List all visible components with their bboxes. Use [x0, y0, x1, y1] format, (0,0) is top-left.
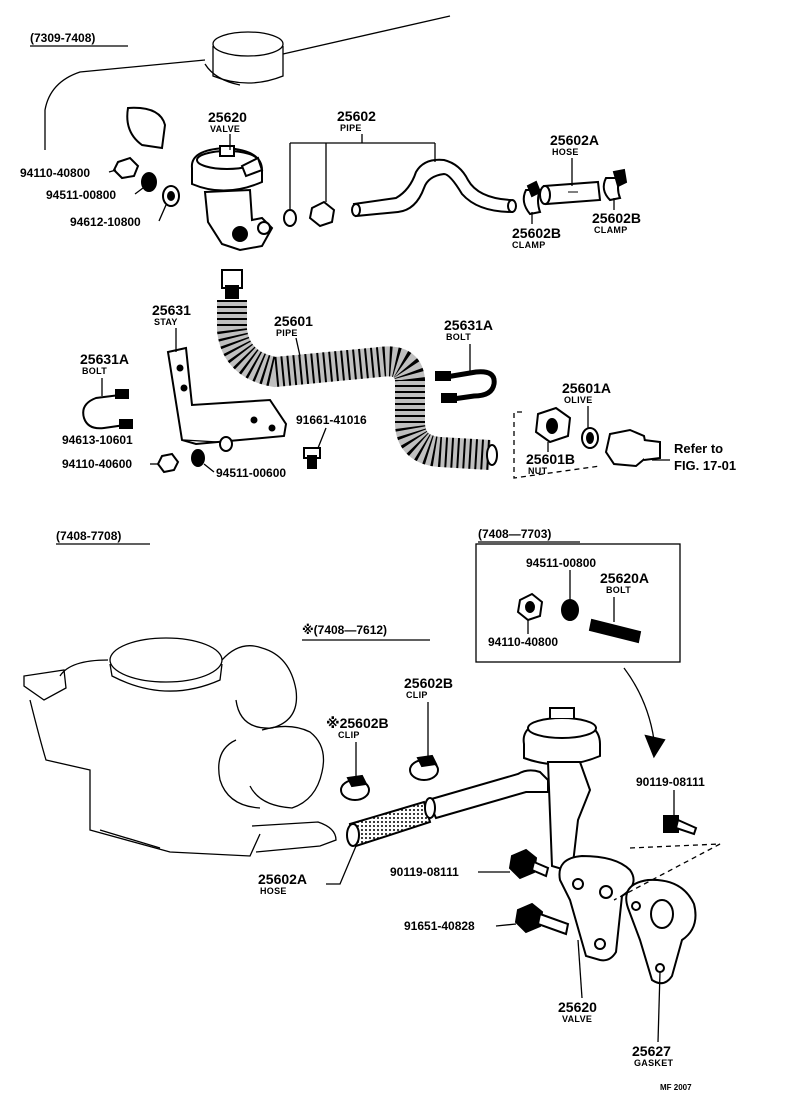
label-94511-00800-top: 94511-00800 [46, 188, 116, 202]
pipe-25602 [283, 158, 517, 228]
bolt-91661-41016 [303, 447, 321, 469]
label-25602B-bottom-left: ※25602B [326, 715, 389, 731]
gasket-alignment-line [613, 843, 721, 901]
label-94110-40600: 94110-40600 [62, 457, 132, 471]
washer-94613-10601 [219, 436, 233, 452]
inset-arrow [623, 667, 655, 741]
label-94511-00800-inset: 94511-00800 [526, 556, 596, 570]
label-25602: 25602 [337, 108, 376, 124]
section-header-top: (7309-7408) [30, 31, 95, 45]
label-25602-name: PIPE [340, 123, 362, 133]
label-25631A-right-name: BOLT [446, 332, 471, 342]
nut-25601B [534, 406, 572, 444]
label-25620-bottom-name: VALVE [562, 1014, 592, 1024]
label-25631A-left-name: BOLT [82, 366, 107, 376]
label-25631A-left: 25631A [80, 351, 129, 367]
bolt-91651-40828 [514, 902, 570, 936]
washer-94511-00800-top [141, 172, 157, 192]
nut-94110-40600 [156, 452, 180, 474]
nut-94110-40800-inset [516, 592, 544, 622]
label-90119-08111-right: 90119-08111 [636, 775, 705, 789]
inset-box [475, 543, 681, 663]
label-25602B-bottom-right: 25602B [404, 675, 453, 691]
washer-94511-00600 [191, 449, 205, 467]
label-25620A-name: BOLT [606, 585, 631, 595]
u-bolt-25631A-right [435, 369, 497, 403]
clip-25602B-bottom-right [409, 754, 439, 781]
label-25602B-bottom-left-name: CLIP [338, 730, 360, 740]
washer-94612-10800 [162, 185, 180, 207]
clamp-25602B-top-right [602, 168, 628, 202]
gasket-25627 [625, 878, 697, 985]
hose-25602A-bottom [346, 800, 432, 848]
egr-valve-top [126, 106, 274, 252]
section-header-inset: (7408—7703) [478, 527, 551, 541]
pipe-25601-corrugated [217, 269, 498, 470]
label-94612-10800: 94612-10800 [70, 215, 141, 229]
label-25601A-name: OLIVE [564, 395, 593, 405]
section-header-bottom: (7408-7708) [56, 529, 121, 543]
label-25602A-bottom-name: HOSE [260, 886, 287, 896]
label-25601-name: PIPE [276, 328, 298, 338]
label-25620-bottom: 25620 [558, 999, 597, 1015]
olive-25601A [581, 427, 599, 449]
label-25602B-top-left-name: CLAMP [512, 240, 546, 250]
label-25620A: 25620A [600, 570, 649, 586]
label-25602A-bottom: 25602A [258, 871, 307, 887]
clamp-25602B-top-left [522, 180, 542, 216]
label-25627-name: GASKET [634, 1058, 674, 1068]
label-91651-40828: 91651-40828 [404, 919, 475, 933]
clip-25602B-bottom-left [340, 774, 370, 801]
label-90119-08111-mid: 90119-08111 [390, 865, 459, 879]
label-25602B-bottom-right-name: CLIP [406, 690, 428, 700]
label-25620-top: 25620 [208, 109, 247, 125]
engine-outline-bottom [23, 637, 337, 857]
bolt-90119-08111-mid [508, 848, 550, 880]
label-25631-name: STAY [154, 317, 178, 327]
label-25602A-top-name: HOSE [552, 147, 579, 157]
label-25602B-top-left: 25602B [512, 225, 561, 241]
refer-to-fig-label: FIG. 17-01 [674, 458, 736, 473]
label-25627: 25627 [632, 1043, 671, 1059]
label-94110-40800-top: 94110-40800 [20, 166, 90, 180]
label-25601B: 25601B [526, 451, 575, 467]
label-25602B-top-right-name: CLAMP [594, 225, 628, 235]
u-bolt-25631A-left [82, 389, 133, 430]
footer-code: MF 2007 [660, 1083, 692, 1092]
label-25601: 25601 [274, 313, 313, 329]
note-header: ※(7408—7612) [302, 623, 387, 637]
label-25601B-name: NUT [528, 466, 548, 476]
fitting-union [604, 428, 661, 468]
refer-to-label: Refer to [674, 441, 723, 456]
bolt-90119-08111-right [663, 815, 698, 836]
label-25601A: 25601A [562, 380, 611, 396]
label-94511-00600: 94511-00600 [216, 466, 286, 480]
hose-25602A-top [539, 180, 602, 206]
label-25631A-right: 25631A [444, 317, 493, 333]
egr-valve-bottom [522, 707, 635, 962]
bolt-25620A [588, 618, 642, 644]
stay-25631 [166, 346, 288, 446]
label-94613-10601: 94613-10601 [62, 433, 133, 447]
washer-94511-00800-inset [561, 599, 579, 621]
label-91661-41016: 91661-41016 [296, 413, 367, 427]
label-25620-top-name: VALVE [210, 124, 240, 134]
pipe-bottom [424, 769, 549, 820]
label-25631: 25631 [152, 302, 191, 318]
label-25602B-top-right: 25602B [592, 210, 641, 226]
label-94110-40800-inset: 94110-40800 [488, 635, 558, 649]
label-25602A-top: 25602A [550, 132, 599, 148]
nut-94110-40800-top [112, 156, 140, 180]
engine-outline-top [44, 15, 451, 150]
